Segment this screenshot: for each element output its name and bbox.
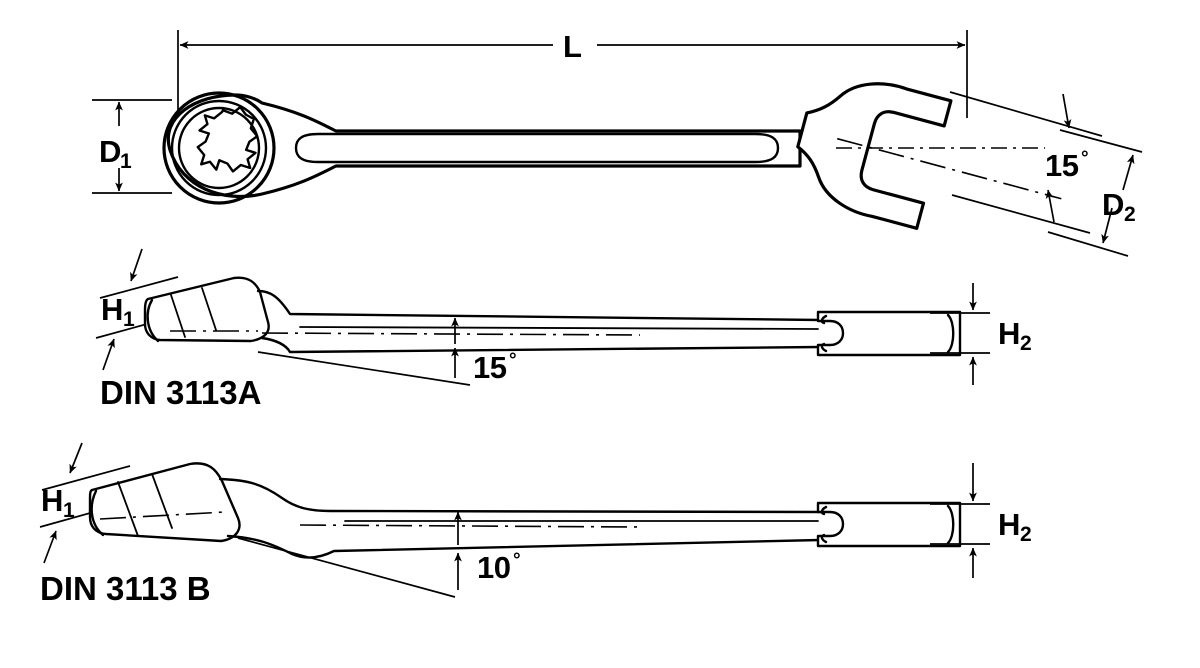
h1b-label-group: H 1 [41,483,75,522]
d1-label-group: D 1 [99,134,132,173]
box-end-outer-circle [162,91,276,205]
open-end-side-profile-b [816,501,962,548]
d2-label-subscript: 2 [1124,203,1136,226]
offset-angle-annotation-a: 15 ° [257,317,517,386]
length-label: L [563,29,581,64]
h2a-label-base: H [998,316,1020,351]
open-end-notch-upper-b [820,505,828,516]
neck-lower-edge-b [226,534,822,559]
box-end-side-profile-b [88,462,241,543]
box-end-joint-curve-b [90,489,105,537]
offset-angle-degree-b: ° [513,550,521,571]
d2-dimension-arrow-upper [1122,154,1135,191]
shank-centerline-b-right [299,524,641,528]
neck-transition-b [218,477,822,559]
shank-centerline-a-right [261,332,641,336]
jaw-axis-centerline [837,137,1062,200]
h2a-label-group: H 2 [998,316,1032,355]
h1b-arrow-lower [43,530,57,564]
offset-angle-label-group-b: 10 ° [477,550,521,585]
side-view-din-3113a: H 1 [95,248,1032,411]
neck-lower-edge-a [260,336,822,354]
d2-dimension-group: D 2 [1047,129,1143,257]
neck-upper-edge-a [256,289,822,322]
box-end-tick-b-1 [151,473,173,529]
h1b-arrow-upper [69,442,83,474]
offset-angle-value-b: 10 [477,550,510,585]
neck-transition-a [256,289,822,354]
h2b-label-base: H [998,507,1020,542]
offset-angle-annotation-b: 10 ° [237,511,521,598]
open-end-jaw-outline [796,82,953,230]
open-end-jaw-head [796,82,953,230]
box-end-tick-a-2 [170,294,186,338]
h1a-arrow-upper [130,248,143,282]
offset-angle-label-group-a: 15 ° [473,350,517,385]
h1b-extension-line-upper [41,465,131,491]
h1a-label-subscript: 1 [123,308,135,331]
d2-extension-line-upper [1059,129,1143,153]
open-end-end-curve-a [946,313,955,354]
h1a-arrow-lower [102,338,115,371]
open-end-end-curve-b [946,504,955,545]
jaw-angle-arrow-upper [1062,93,1072,129]
box-end-tick-a-1 [201,287,217,331]
standard-label-a: DIN 3113A [100,374,261,411]
h1b-label-base: H [41,483,63,518]
h1a-extension-line-upper [99,276,179,299]
h1b-label-subscript: 1 [63,499,75,522]
d1-label-base: D [99,134,121,169]
h2a-label-subscript: 2 [1020,332,1032,355]
open-end-block-a [816,310,962,357]
offset-angle-leader-b [237,537,456,598]
jaw-angle-arrow-lower [1045,189,1055,223]
offset-angle-degree-a: ° [509,350,517,371]
h2-dimension-group-b: H 2 [930,463,1032,578]
d1-label-subscript: 1 [120,150,132,173]
d2-label-group: D 2 [1102,187,1136,226]
d2-label-base: D [1102,187,1124,222]
box-end-block-b [88,462,241,543]
h2-dimension-group-a: H 2 [930,283,1032,385]
shank-centerline-b-left [99,511,226,520]
neck-upper-edge-b [218,477,822,514]
d2-dimension-arrow-lower [1101,207,1113,244]
jaw-angle-label-group: 15 ° [1045,148,1089,183]
box-end-bore-circle [177,106,261,190]
h2b-label-subscript: 2 [1020,523,1032,546]
jaw-angle-leader-upper [949,91,1103,137]
open-end-notch-lower-b [820,533,828,544]
h1a-label-base: H [101,292,123,327]
handle-recess-groove [294,132,780,164]
h1a-label-group: H 1 [101,292,135,331]
box-end-block-a [143,276,270,343]
box-end-twelve-point-profile [196,105,259,173]
open-end-notch-upper-a [820,314,828,325]
jaw-angle-degree-symbol: ° [1081,148,1089,169]
open-end-side-profile-a [816,310,962,357]
blade-inner-line-a [299,326,819,330]
box-end-side-profile-a [143,276,270,343]
jaw-angle-annotation: 15 ° [949,91,1103,234]
h2b-label-group: H 2 [998,507,1032,546]
box-end-middle-circle [170,99,268,197]
open-end-block-b [816,501,962,548]
offset-angle-value-a: 15 [473,350,507,385]
jaw-angle-value: 15 [1045,148,1079,183]
offset-angle-leader-a [257,351,471,386]
box-end-tick-b-2 [117,481,139,537]
handle-shank [294,132,780,164]
top-view-plan: L D 1 [92,29,1143,257]
box-end-joint-curve-a [146,298,160,343]
standard-label-b: DIN 3113 B [40,570,211,607]
side-view-din-3113b: H 1 [39,442,1032,607]
jaw-angle-leader-lower [951,194,1091,234]
open-end-notch-lower-a [820,342,828,353]
d2-extension-line-lower [1047,231,1129,257]
